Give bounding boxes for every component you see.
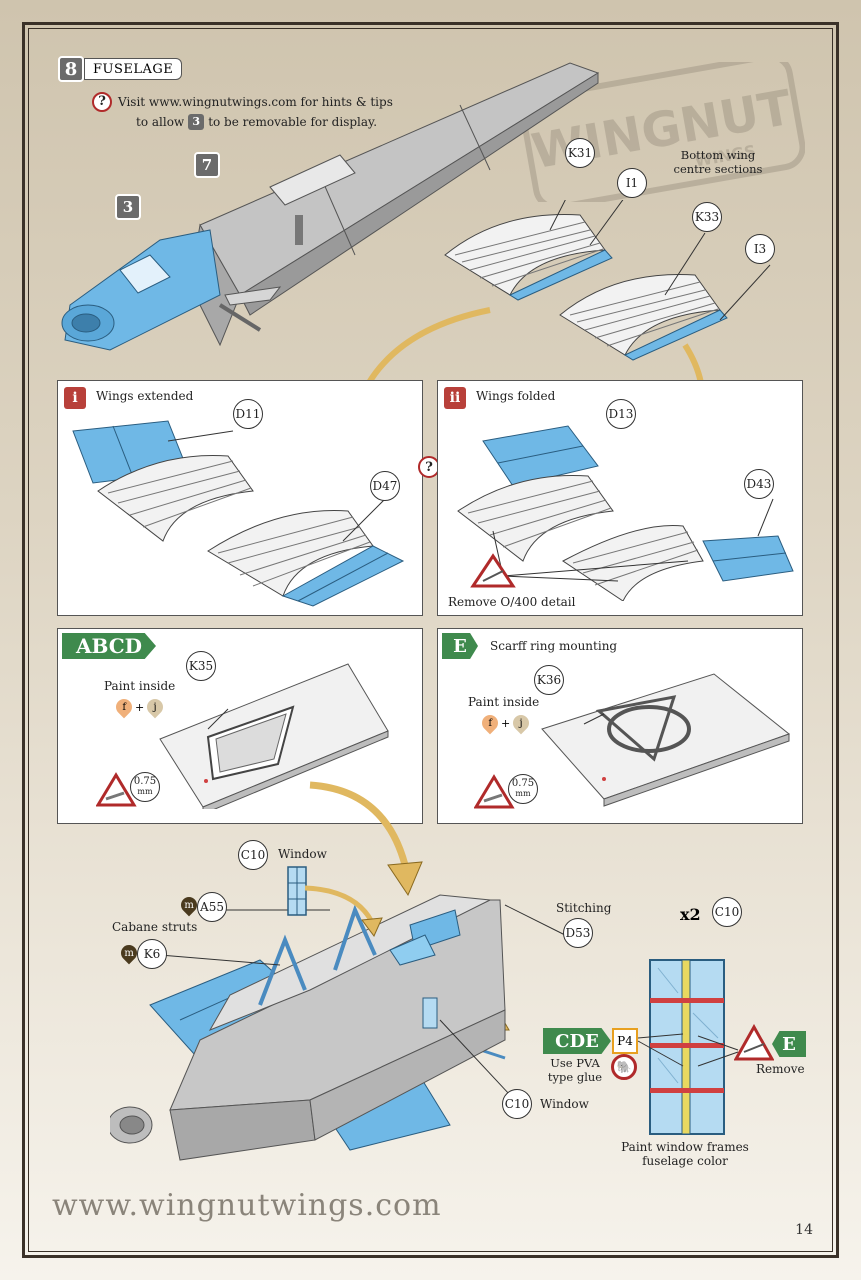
callout-k6: K6	[137, 939, 167, 969]
paint-inside-label: Paint inside	[104, 679, 176, 693]
panel-e: E Scarff ring mounting K36 Paint inside …	[437, 628, 803, 824]
panel-ii-label: Wings folded	[476, 389, 556, 403]
part-3-label: 3	[115, 194, 141, 220]
callout-k31: K31	[565, 138, 595, 168]
callout-k33: K33	[692, 202, 722, 232]
quantity-x2: x2	[680, 905, 701, 924]
paint-f-icon: f	[112, 695, 136, 719]
callout-d47: D47	[370, 471, 400, 501]
scarff-ring-label: Scarff ring mounting	[490, 639, 618, 653]
window-label-bottom: Window	[540, 1097, 589, 1111]
bottom-wing-sections	[444, 200, 771, 361]
panel-i-label: Wings extended	[96, 389, 194, 403]
step-number: 8	[58, 56, 84, 82]
fuselage-drawing-top	[61, 62, 600, 351]
flow-arrow-bottom	[309, 781, 423, 897]
tip-line2a: to allow	[136, 115, 185, 129]
abcd-tag: ABCD	[62, 633, 156, 659]
part-7-badge: 7	[194, 152, 220, 178]
callout-d11: D11	[233, 399, 263, 429]
cabane-struts-label: Cabane struts	[112, 920, 198, 934]
callout-d43: D43	[744, 469, 774, 499]
window-arrow	[304, 885, 383, 937]
callout-c10-top: C10	[238, 840, 268, 870]
e-tag-right: E	[772, 1031, 806, 1057]
leader-lines-window	[637, 1033, 739, 1067]
callout-k35: K35	[186, 651, 216, 681]
window-c10-part	[287, 866, 307, 916]
panel-wings-folded: ii Wings folded D13 D43 Remove O/400 det…	[437, 380, 803, 616]
callout-i3: I3	[745, 234, 775, 264]
remove-o400-note: Remove O/400 detail	[448, 595, 576, 609]
callout-d53: D53	[563, 918, 593, 948]
callout-c10-right: C10	[712, 897, 742, 927]
sand-warning-icon	[96, 772, 137, 807]
page-frame	[22, 22, 839, 1258]
callout-c10-bottom: C10	[502, 1089, 532, 1119]
fuselage-assembly-bottom	[110, 894, 566, 1161]
p4-badge: P4	[612, 1028, 638, 1054]
window-label-top: Window	[278, 847, 327, 861]
remove-label: Remove	[756, 1062, 805, 1076]
paint-colors-e: f + j	[478, 711, 533, 735]
callout-a55: A55	[197, 892, 227, 922]
pva-glue-icon: 🐘	[611, 1054, 637, 1080]
footer-url[interactable]: www.wingnutwings.com	[52, 1188, 442, 1223]
window-detail-large	[649, 959, 725, 1135]
step-header: 8 FUSELAGE	[58, 56, 183, 82]
paint-colors: f + j	[112, 695, 167, 719]
callout-k36: K36	[534, 665, 564, 695]
tip-text: ? Visit www.wingnutwings.com for hints &…	[92, 92, 393, 130]
remove-warning-icon	[734, 1024, 774, 1061]
e-tag: E	[442, 633, 478, 659]
question-icon[interactable]: ?	[92, 92, 112, 112]
panel-i-badge: i	[64, 387, 86, 409]
step-title: FUSELAGE	[84, 58, 183, 80]
tip-line2b: to be removable for display.	[208, 115, 378, 129]
page-frame-inner	[28, 28, 833, 1252]
tip-line1: Visit www.wingnutwings.com for hints & t…	[118, 95, 393, 109]
page-number: 14	[795, 1222, 813, 1238]
cde-tag: CDE	[543, 1028, 611, 1054]
sand-warning-icon-e	[474, 774, 515, 809]
panel-ii-badge: ii	[444, 387, 466, 409]
panel-wings-extended: i Wings extended D11 D47	[57, 380, 423, 616]
part-3-badge: 3	[188, 114, 205, 130]
callout-i1: I1	[617, 168, 647, 198]
callout-d13: D13	[606, 399, 636, 429]
paint-inside-label-e: Paint inside	[468, 695, 540, 709]
stitching-label: Stitching	[556, 901, 612, 915]
